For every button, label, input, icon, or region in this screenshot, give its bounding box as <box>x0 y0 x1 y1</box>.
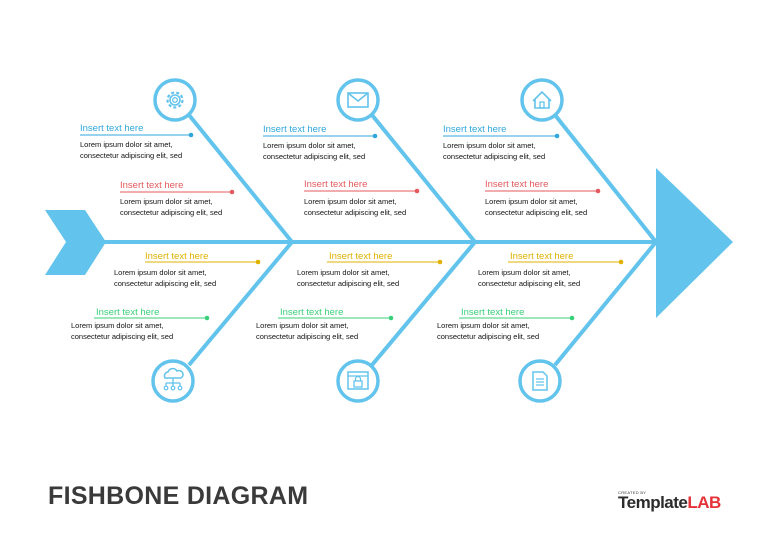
cause-text: Lorem ipsum dolor sit amet, <box>485 197 578 206</box>
cause-text: Lorem ipsum dolor sit amet, <box>71 321 164 330</box>
cause-text: consectetur adipiscing elit, sed <box>304 208 407 217</box>
cause-heading: Insert text here <box>120 180 184 191</box>
cause-text: Lorem ipsum dolor sit amet, <box>437 321 530 330</box>
bottom-bone-1 <box>187 240 294 367</box>
cause-text: consectetur adipiscing elit, sed <box>114 279 217 288</box>
cause-text: consectetur adipiscing elit, sed <box>485 208 588 217</box>
connector-dot <box>204 315 210 321</box>
connector-dot <box>618 259 624 265</box>
templatelab-logo: CREATED BY TemplateLAB <box>618 490 730 520</box>
cause-heading: Insert text here <box>96 307 160 318</box>
gear-icon <box>153 78 197 122</box>
browser-lock-icon <box>336 359 380 403</box>
connector-dot <box>255 259 261 265</box>
bottom-bone-2 <box>370 240 477 367</box>
bottom-bone-3 <box>553 240 658 367</box>
cause-text: consectetur adipiscing elit, sed <box>297 279 400 288</box>
connector-dot <box>388 315 394 321</box>
cause-heading: Insert text here <box>461 307 525 318</box>
fish-tail <box>45 210 106 275</box>
cause-text: Lorem ipsum dolor sit amet, <box>443 141 536 150</box>
connector-dot <box>595 188 601 194</box>
cause-text: Lorem ipsum dolor sit amet, <box>120 197 213 206</box>
page-title: FISHBONE DIAGRAM <box>48 482 309 510</box>
cause-text: consectetur adipiscing elit, sed <box>80 151 183 160</box>
cause-heading: Insert text here <box>263 124 327 135</box>
cause-heading: Insert text here <box>443 124 507 135</box>
logo-text-part2: LAB <box>687 493 721 512</box>
connector-dot <box>554 133 560 139</box>
logo-text-part1: Template <box>618 493 688 512</box>
top-bone-2 <box>370 113 477 244</box>
connector-dot <box>414 188 420 194</box>
cause-text: consectetur adipiscing elit, sed <box>71 332 174 341</box>
logo-small-text: CREATED BY <box>618 490 647 495</box>
cause-heading: Insert text here <box>80 123 144 134</box>
connector-dot <box>229 189 235 195</box>
connector-dot <box>569 315 575 321</box>
cause-text: consectetur adipiscing elit, sed <box>120 208 223 217</box>
cause-text: consectetur adipiscing elit, sed <box>437 332 540 341</box>
cause-text: Lorem ipsum dolor sit amet, <box>114 268 207 277</box>
cloud-network-icon <box>151 359 195 403</box>
cause-text: consectetur adipiscing elit, sed <box>256 332 359 341</box>
cause-text: Lorem ipsum dolor sit amet, <box>304 197 397 206</box>
fish-head <box>656 168 733 318</box>
mail-icon <box>336 78 380 122</box>
cause-heading: Insert text here <box>329 251 393 262</box>
connector-dot <box>372 133 378 139</box>
cause-text: Lorem ipsum dolor sit amet, <box>256 321 349 330</box>
connector-dot <box>437 259 443 265</box>
cause-text: Lorem ipsum dolor sit amet, <box>263 141 356 150</box>
cause-text: Lorem ipsum dolor sit amet, <box>478 268 571 277</box>
cause-heading: Insert text here <box>485 179 549 190</box>
cause-text: Lorem ipsum dolor sit amet, <box>80 140 173 149</box>
cause-heading: Insert text here <box>304 179 368 190</box>
connector-dot <box>188 132 194 138</box>
cause-heading: Insert text here <box>145 251 209 262</box>
logo-text: TemplateLAB <box>618 493 721 513</box>
cause-text: consectetur adipiscing elit, sed <box>263 152 366 161</box>
cause-text: Lorem ipsum dolor sit amet, <box>297 268 390 277</box>
top-bone-1 <box>187 113 294 244</box>
home-icon <box>520 78 564 122</box>
cause-text: consectetur adipiscing elit, sed <box>443 152 546 161</box>
cause-heading: Insert text here <box>280 307 344 318</box>
document-icon <box>518 359 562 403</box>
top-bone-3 <box>553 113 658 244</box>
cause-heading: Insert text here <box>510 251 574 262</box>
cause-text: consectetur adipiscing elit, sed <box>478 279 581 288</box>
